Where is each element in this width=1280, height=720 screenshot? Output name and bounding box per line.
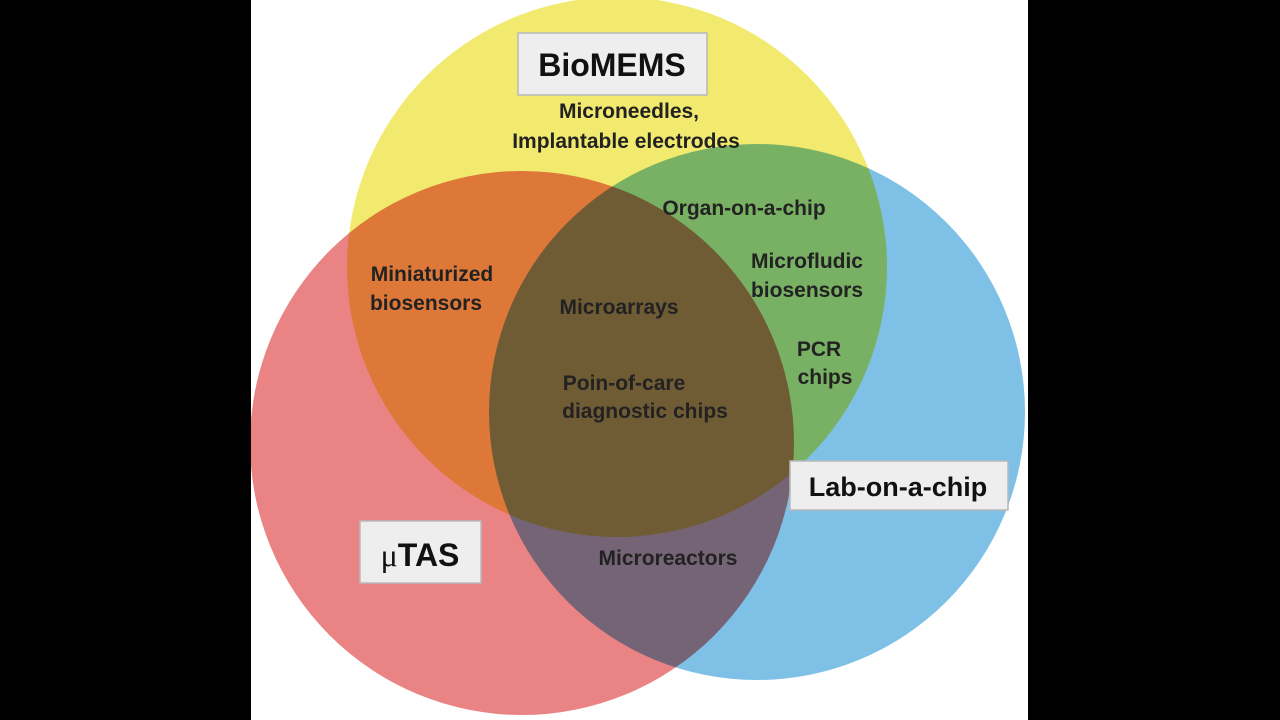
point-of-care-line1: Poin-of-care — [563, 372, 686, 395]
microfluidic-biosensors-line1: Microfludic — [751, 250, 863, 273]
biomems-label-box — [517, 32, 708, 96]
biomems-only-line2: Implantable electrodes — [512, 130, 740, 153]
mutas-label: μTAS — [381, 537, 460, 573]
organ-on-a-chip-label: Organ-on-a-chip — [662, 197, 825, 220]
miniaturized-biosensors-line1: Miniaturized — [371, 263, 494, 286]
lab-on-a-chip-label-box — [789, 460, 1009, 511]
mutas-label-suffix: TAS — [398, 537, 460, 573]
pcr-chips-line2: chips — [798, 366, 853, 389]
microreactors-label: Microreactors — [599, 547, 738, 570]
biomems-only-line1: Microneedles, — [559, 100, 699, 123]
microarrays-label: Microarrays — [559, 296, 678, 319]
microfluidic-biosensors-line2: biosensors — [751, 279, 863, 302]
miniaturized-biosensors-line2: biosensors — [370, 292, 482, 315]
biomems-label: BioMEMS — [538, 47, 686, 83]
lab-on-a-chip-label: Lab-on-a-chip — [809, 472, 987, 502]
pcr-chips-line1: PCR — [797, 338, 841, 361]
mutas-label-prefix: μ — [381, 537, 398, 573]
point-of-care-line2: diagnostic chips — [562, 400, 728, 423]
mutas-circle — [250, 171, 794, 715]
mutas-label-box — [359, 520, 482, 584]
